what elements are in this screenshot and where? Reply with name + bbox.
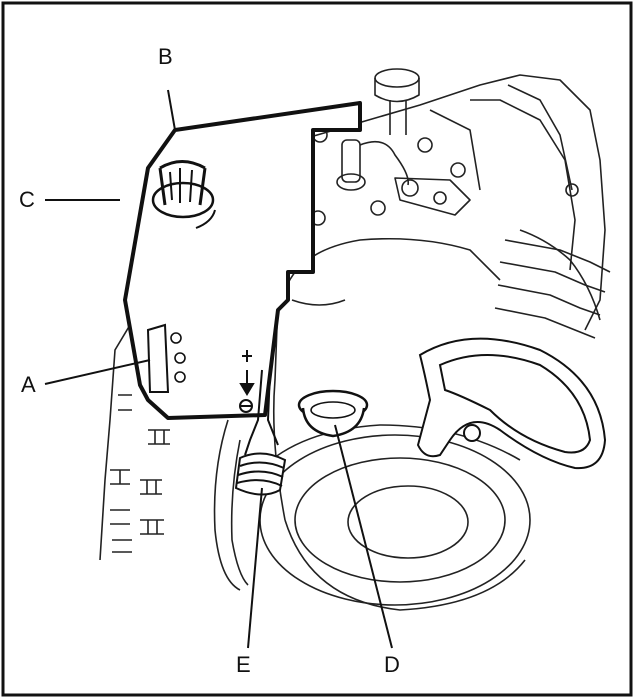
fuel-tank [123,101,362,420]
label-a: A [21,372,36,397]
leader-b [167,89,176,131]
blower-screen [99,324,170,561]
primer-bulb [234,452,287,496]
callout-leaders [44,89,393,649]
oil-plug [297,389,369,438]
leader-e [247,487,263,649]
recoil-handle [416,337,607,470]
label-b: B [158,44,173,69]
label-e: E [236,652,251,677]
leader-d [334,424,393,649]
label-d: D [384,652,400,677]
leader-a [44,359,151,385]
throttle-lever [239,350,279,456]
label-c: C [19,187,35,212]
